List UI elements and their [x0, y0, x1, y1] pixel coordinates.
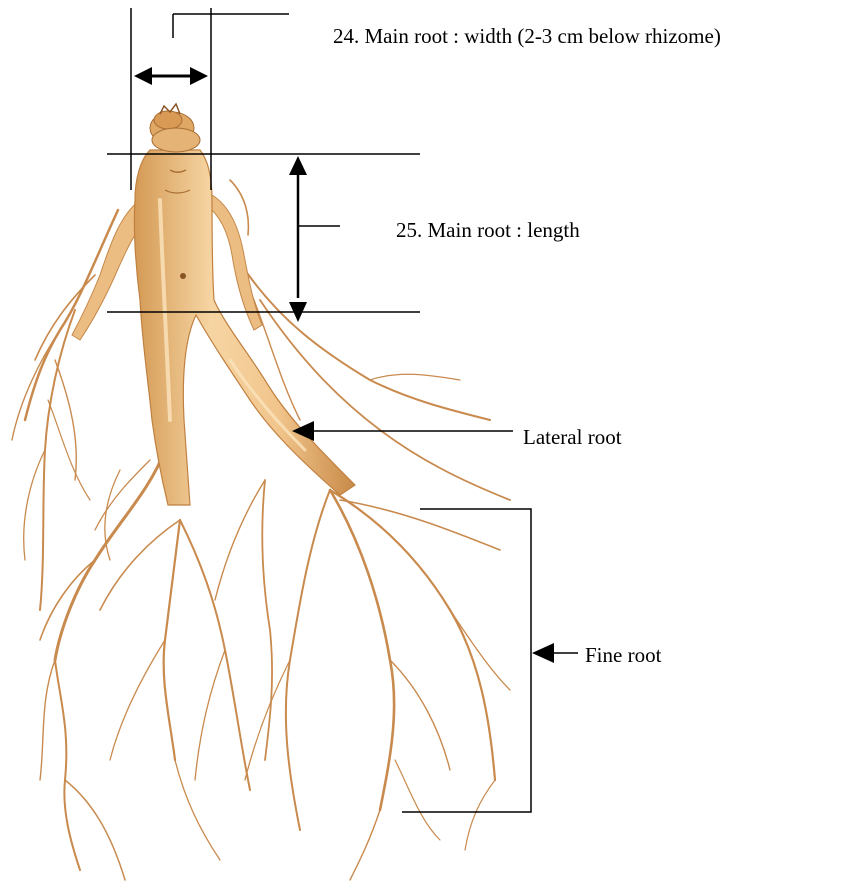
rhizome: [150, 104, 200, 152]
label-lateral-root: Lateral root: [523, 427, 622, 448]
fine-roots: [12, 180, 510, 880]
arrow-head-icon: [289, 156, 307, 175]
arrow-head-icon: [532, 643, 554, 663]
fine-root-bracket-line: [402, 509, 531, 812]
fine-root-bracket: [402, 509, 578, 812]
arrow-head-icon: [190, 67, 208, 85]
label-fine-root: Fine root: [585, 645, 661, 666]
label-main-root-width: 24. Main root : width (2-3 cm below rhiz…: [333, 26, 721, 47]
lateral-root-pointer: [292, 421, 513, 441]
label-main-root-length: 25. Main root : length: [396, 220, 580, 241]
arrow-head-icon: [134, 67, 152, 85]
